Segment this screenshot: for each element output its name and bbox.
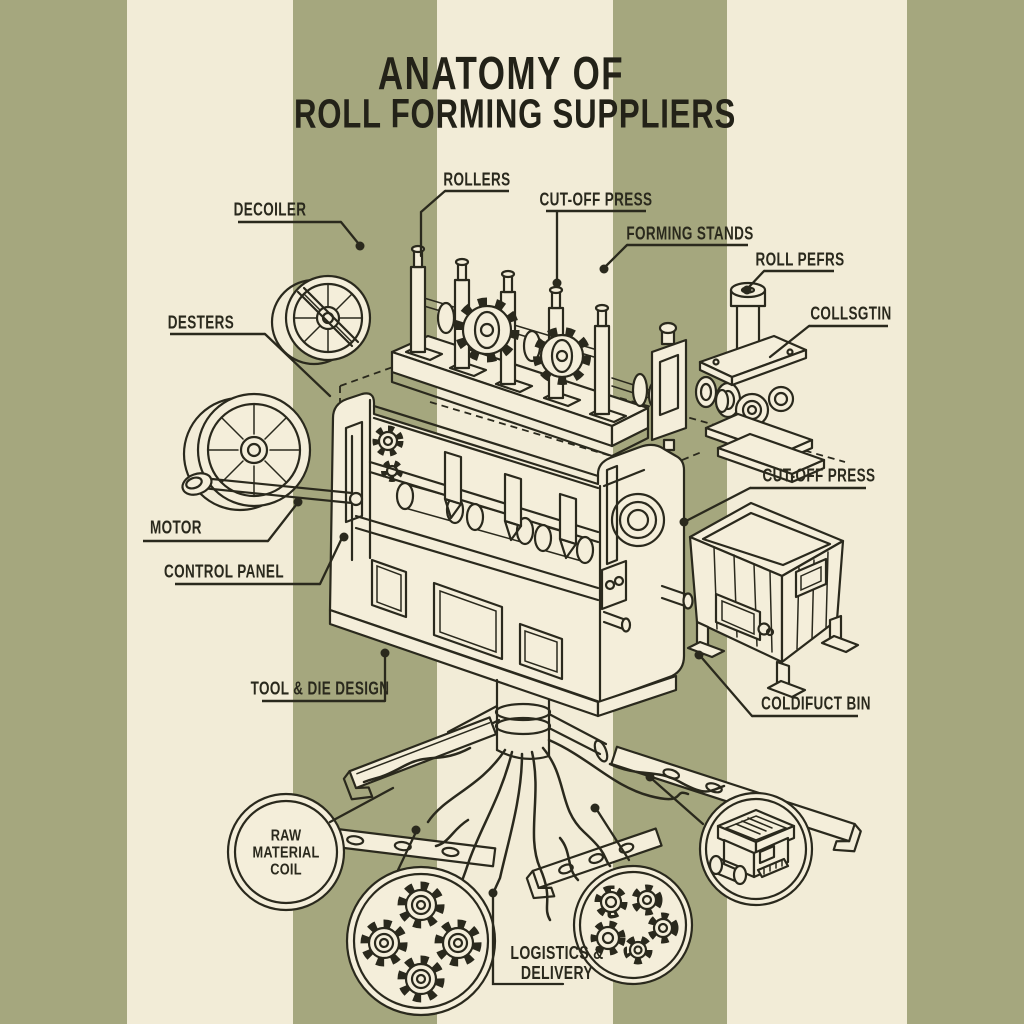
raw-coil-line2: MATERIAL xyxy=(252,844,320,862)
leader-lines xyxy=(143,189,888,986)
raw-material-coil-circle xyxy=(226,792,346,912)
raw-material-coil-badge: RAW MATERIAL COIL xyxy=(252,828,319,879)
label-coldifuct-bin: COLDIFUCT BIN xyxy=(761,693,871,714)
label-decoiler: DECOILER xyxy=(233,199,307,220)
label-logistics-delivery: LOGISTICS & DELIVERY xyxy=(510,943,603,983)
label-motor: MOTOR xyxy=(150,517,202,538)
page-title-line1: ANATOMY OF xyxy=(377,47,625,99)
label-control-panel: CONTROL PANEL xyxy=(164,561,284,582)
machine-body xyxy=(328,392,694,718)
logistics-line1: LOGISTICS & xyxy=(510,943,604,963)
label-rollers: ROLLERS xyxy=(443,169,511,190)
roll-press-icon xyxy=(698,281,826,484)
raw-coil-line3: COIL xyxy=(270,861,302,879)
label-collsgtin: COLLSGTIN xyxy=(810,303,892,324)
label-cutoff-press-top: CUT-OFF PRESS xyxy=(539,189,653,210)
crate-circle-icon xyxy=(698,791,814,907)
collector-bin-icon xyxy=(686,501,860,699)
logistics-line2: DELIVERY xyxy=(520,963,594,983)
desters-wheel-icon xyxy=(181,392,364,512)
page-title-line2: ROLL FORMING SUPPLIERS xyxy=(293,90,737,137)
raw-coil-line1: RAW xyxy=(270,827,302,845)
gear-cluster-right-icon xyxy=(572,864,694,986)
top-roller-assembly xyxy=(390,244,669,458)
label-cutoff-press-right: CUT-OFF PRESS xyxy=(762,465,876,486)
label-roll-pefrs: ROLL PEFRS xyxy=(755,249,845,270)
label-forming-stands: FORMING STANDS xyxy=(626,223,754,244)
label-desters: DESTERS xyxy=(167,312,235,333)
gear-cluster-left-icon xyxy=(345,865,497,1017)
decoiler-wheel-icon xyxy=(270,274,372,366)
label-tool-die-design: TOOL & DIE DESIGN xyxy=(250,678,390,699)
